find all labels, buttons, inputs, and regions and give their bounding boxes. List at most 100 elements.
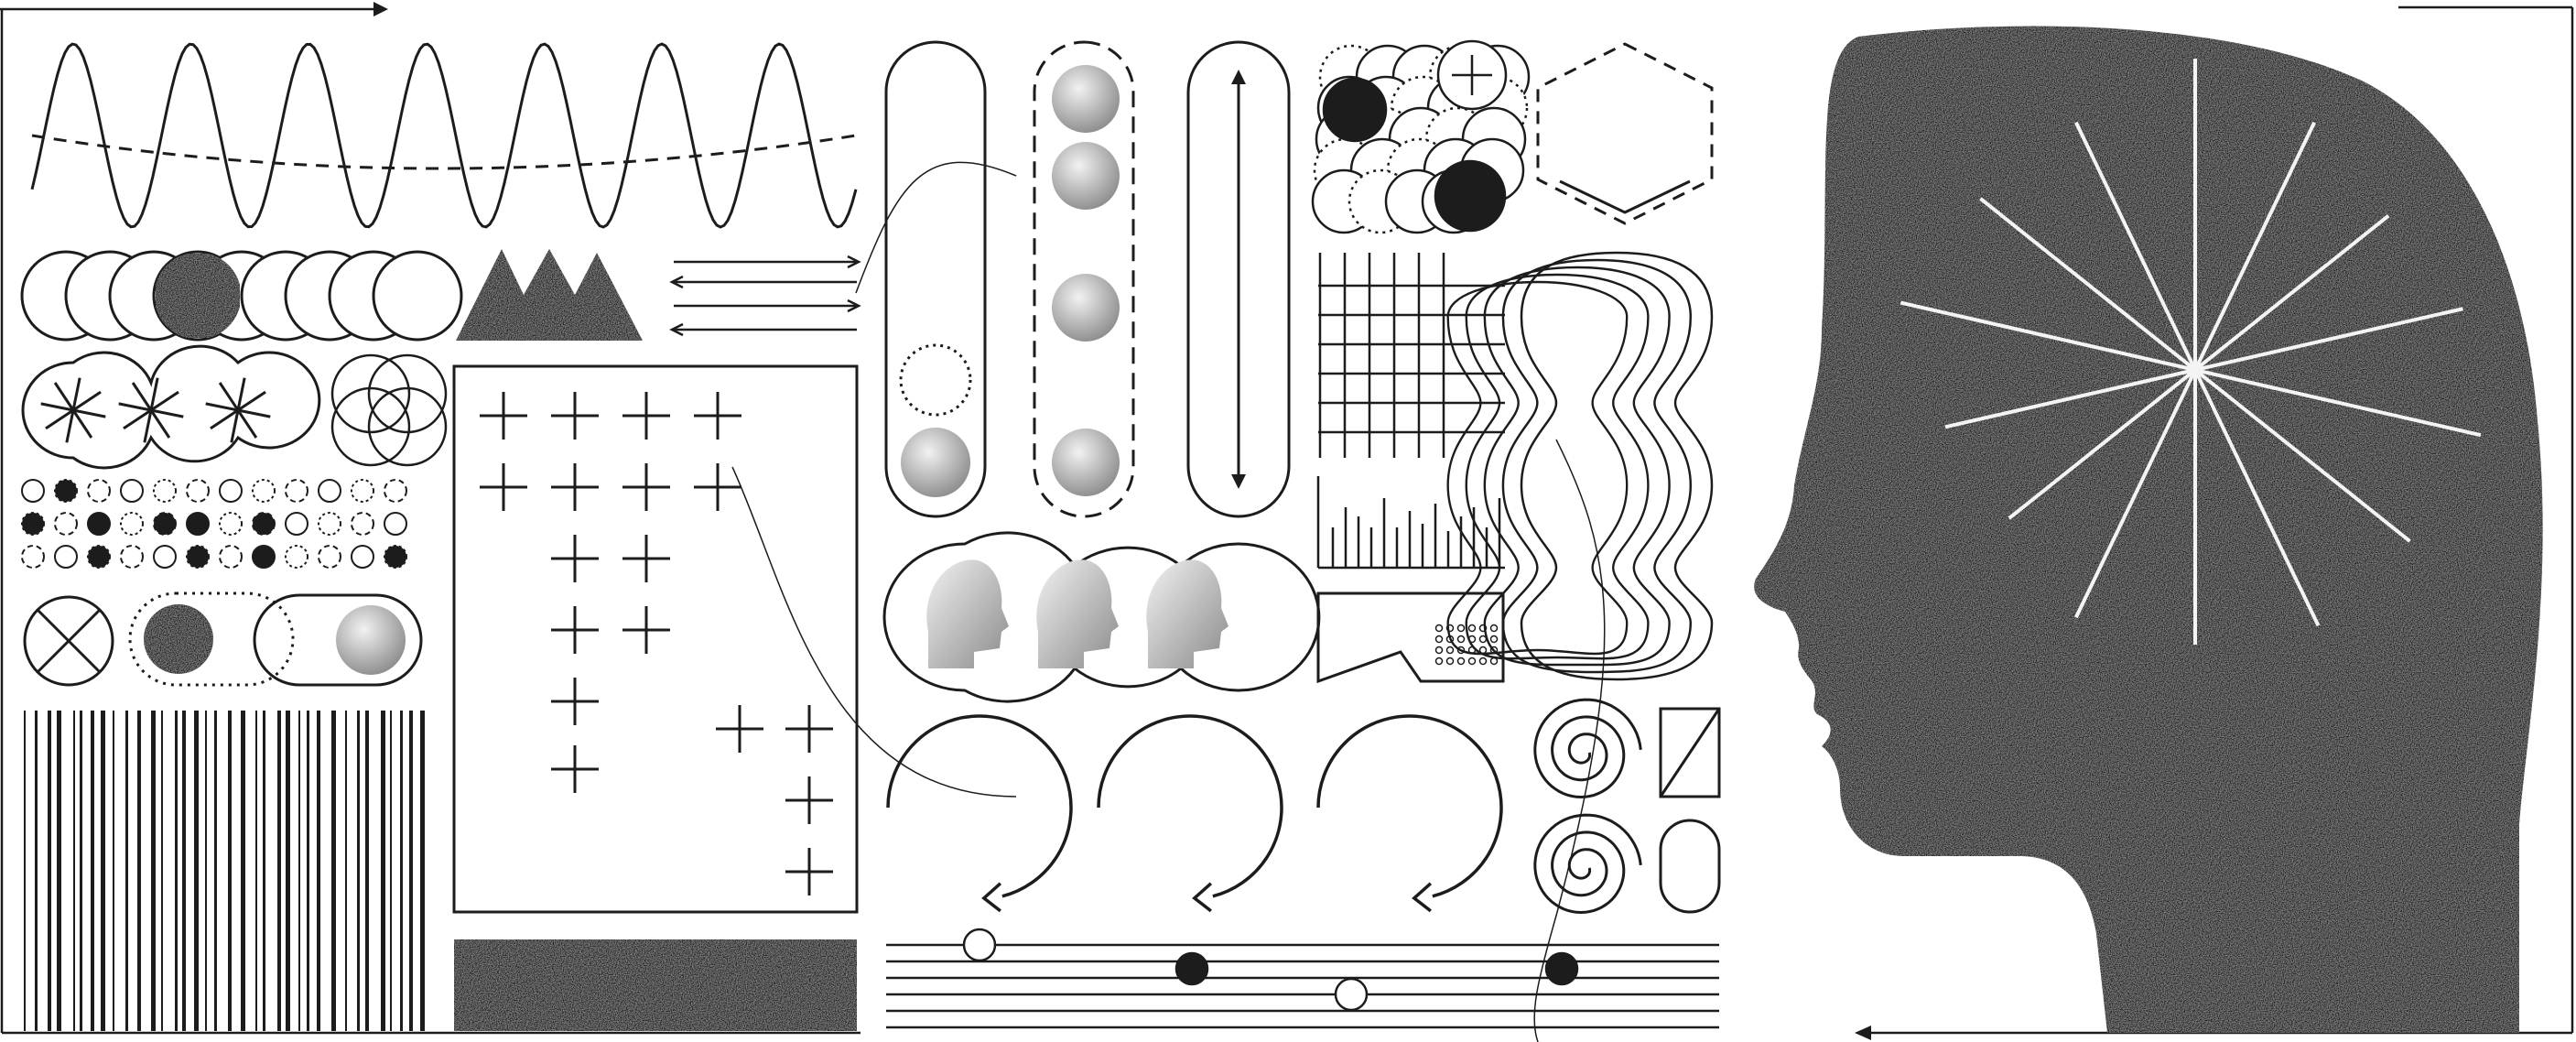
arrow-right-icon <box>373 2 388 16</box>
barcode-bar <box>345 711 347 1031</box>
capsule-arrow <box>1186 40 1291 518</box>
staff-lines <box>886 928 1719 1029</box>
head-silhouette <box>1146 559 1228 668</box>
cluster-dark <box>1322 77 1388 143</box>
grid-dot <box>384 545 407 569</box>
asterisk-stroke <box>210 390 266 430</box>
arrowhead-icon <box>669 322 684 337</box>
triangles-shape <box>456 249 643 341</box>
profile-head <box>1754 26 2543 1033</box>
card-dot <box>1478 624 1488 633</box>
heads-bubble <box>882 531 1321 703</box>
barcode-bar <box>48 711 51 1031</box>
toggle-knob <box>336 605 406 675</box>
card-dot <box>1445 657 1455 666</box>
barcode-bar <box>263 711 265 1031</box>
grid-dot <box>87 512 111 536</box>
diagonal-box <box>1659 707 1721 798</box>
arrowhead-icon <box>1192 882 1213 913</box>
barcode-bar <box>277 711 281 1031</box>
barcode-bar <box>175 711 178 1031</box>
barcode-bar <box>57 711 61 1031</box>
grid-dot <box>21 545 45 569</box>
plus-panel <box>452 364 859 914</box>
card-dot <box>1467 624 1477 633</box>
grid-dot <box>54 512 78 536</box>
head-silhouette <box>1036 559 1119 668</box>
grid-dot <box>87 545 111 569</box>
arrowhead-icon <box>1412 882 1433 913</box>
grid-dot <box>153 512 177 536</box>
parallel-arrows <box>669 255 861 337</box>
card-dot <box>1434 646 1444 655</box>
sunburst-ray <box>2193 369 2321 627</box>
grid-dot <box>120 545 144 569</box>
x-circle-icon <box>23 595 114 687</box>
barcode-bar <box>357 711 360 1031</box>
barcode-bar <box>420 711 425 1031</box>
sunburst-ray <box>1979 197 2197 372</box>
arrowhead-icon <box>847 255 861 269</box>
card-dot <box>1434 624 1444 633</box>
grid-dot <box>186 479 210 503</box>
sunburst-ray <box>1900 300 2196 372</box>
barcode-bar <box>255 711 257 1031</box>
barcode-stripes <box>24 711 425 1031</box>
grid-dot <box>252 512 276 536</box>
grid-dot <box>285 512 308 536</box>
sunburst-ray <box>2193 214 2390 372</box>
toggle-row <box>23 592 423 687</box>
circle-row <box>20 250 463 342</box>
barcode-bar <box>194 711 199 1031</box>
arrowhead-icon <box>981 882 1002 913</box>
moon-dark <box>154 252 242 340</box>
grid-dot <box>384 512 407 536</box>
card-dot <box>1467 657 1477 666</box>
venn-circles <box>330 353 448 467</box>
staff-note <box>1544 951 1579 986</box>
sunburst-ray <box>2193 121 2316 371</box>
grid-dot <box>318 512 341 536</box>
profile-head-silhouette <box>1754 26 2543 1033</box>
barcode-bar <box>137 711 141 1031</box>
dot-grid <box>21 479 407 569</box>
sunburst-ray <box>2074 121 2197 371</box>
grid-dot <box>318 479 341 503</box>
barcode-bar <box>241 711 245 1031</box>
asterisk-stroke <box>45 390 102 430</box>
barcode-bar <box>365 711 369 1031</box>
arrowhead-icon <box>847 298 861 313</box>
barcode-bar <box>214 711 217 1031</box>
plus-panel-frame <box>452 364 859 914</box>
sine-wave-line <box>30 42 858 229</box>
hexagon <box>1536 42 1714 225</box>
heads-trio <box>882 531 1321 703</box>
sunburst-ray <box>2194 368 2482 438</box>
sunburst-rays <box>1900 59 2482 645</box>
ring-contour <box>1501 258 1693 674</box>
barcode-bar <box>113 711 114 1031</box>
card-dot <box>1489 657 1499 666</box>
arrow-left-icon <box>1855 1026 1871 1040</box>
circle-arrow <box>1316 714 1503 898</box>
spirals <box>1533 698 1721 915</box>
grid-dot <box>21 512 45 536</box>
grid-dot <box>120 479 144 503</box>
barcode-bar <box>125 711 128 1031</box>
card-dot <box>1456 635 1466 644</box>
grid-dot <box>186 545 210 569</box>
grid-dot <box>153 545 177 569</box>
small-capsule <box>1659 819 1721 914</box>
barcode-bar <box>228 711 232 1031</box>
circle-cluster <box>1311 39 1531 234</box>
barcode-bar <box>381 711 385 1031</box>
barcode-bar <box>101 711 105 1031</box>
barcode-bar <box>317 711 320 1031</box>
grid-dot <box>219 512 243 536</box>
dot-card <box>1316 592 1505 684</box>
capsule-dashed <box>1033 40 1135 518</box>
staff-note <box>1334 977 1369 1012</box>
ring-contour <box>1483 266 1671 667</box>
noise-block <box>454 939 857 1031</box>
